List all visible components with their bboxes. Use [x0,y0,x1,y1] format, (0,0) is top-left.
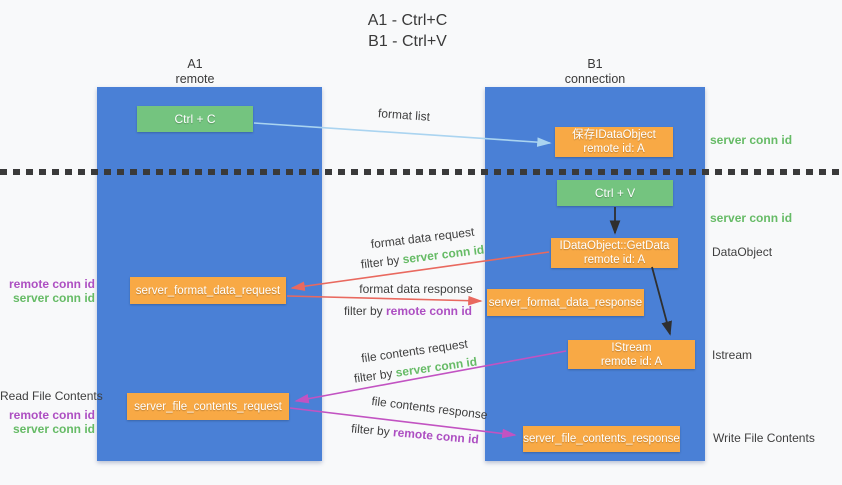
server-file-contents-request-label: server_file_contents_request [134,400,282,413]
istream-line2: remote id: A [600,355,663,368]
server-file-contents-response-label: server_file_contents_response [523,433,680,445]
remote-conn-id-text: remote conn id [392,425,480,447]
save-idataobject-node: 保存IDataObject remote id: A [555,127,673,157]
istream-line1: IStream [611,341,652,354]
idataobject-getdata-node: IDataObject::GetData remote id: A [551,238,678,268]
server-file-contents-request-node: server_file_contents_request [127,393,289,420]
filter-by-text: filter by [353,366,394,386]
filter-by-remote-conn-id-label-2: filter by remote conn id [345,421,486,447]
ctrl-c-label: Ctrl + C [174,112,216,126]
file-contents-response-label: file contents response [370,393,489,423]
lane-left-name: A1 [187,57,203,71]
istream-node: IStream remote id: A [568,340,695,369]
title-line-b1: B1 - Ctrl+V [368,33,447,50]
ctrl-v-node: Ctrl + V [557,180,673,206]
server-format-data-request-node: server_format_data_request [130,277,286,304]
remote-conn-id-left-1: remote conn id [8,277,95,291]
getdata-line2: remote id: A [583,254,646,266]
filter-by-text: filter by [343,304,383,318]
format-data-response-label: format data response [359,282,473,296]
lane-left-role: remote [175,72,215,86]
remote-conn-id-left-2: remote conn id [8,408,95,422]
lane-right-header: B1 connection [485,57,705,87]
server-conn-id-right-mid: server conn id [710,211,793,225]
filter-by-text: filter by [360,252,401,272]
lane-right-role: connection [564,72,626,86]
ctrl-c-node: Ctrl + C [137,106,253,132]
getdata-line1: IDataObject::GetData [559,240,670,252]
title-line-a1: A1 - Ctrl+C [367,12,448,29]
conn-id-pair-top: remote conn id server conn id [0,277,95,305]
server-conn-id-right-top: server conn id [710,133,793,147]
istream-side-label: Istream [712,348,753,362]
lane-left-header: A1 remote [85,57,305,87]
dataobject-label: DataObject [712,245,773,259]
server-file-contents-response-node: server_file_contents_response [523,426,680,452]
format-list-label: format list [377,106,431,124]
filter-by-text: filter by [350,421,391,439]
server-conn-id-left-1: server conn id [12,290,95,305]
ctrl-v-label: Ctrl + V [594,186,636,200]
server-conn-id-left-2: server conn id [12,421,95,436]
remote-conn-id-text: remote conn id [386,304,473,318]
server-format-data-response-node: server_format_data_response [487,289,644,316]
server-format-data-response-label: server_format_data_response [488,296,643,309]
server-format-data-request-label: server_format_data_request [135,284,281,297]
save-idataobject-line2: remote id: A [583,143,645,155]
save-idataobject-line1: 保存IDataObject [572,129,656,141]
write-file-contents-label: Write File Contents [713,431,815,445]
filter-by-remote-conn-id-label-1: filter by remote conn id [338,304,478,318]
lane-right-name: B1 [587,57,603,71]
read-file-contents-label: Read File Contents [0,389,103,403]
diagram-title: A1 - Ctrl+C B1 - Ctrl+V [0,10,815,52]
phase-separator-dotted-line [0,169,842,175]
conn-id-pair-bottom: remote conn id server conn id [0,408,95,436]
